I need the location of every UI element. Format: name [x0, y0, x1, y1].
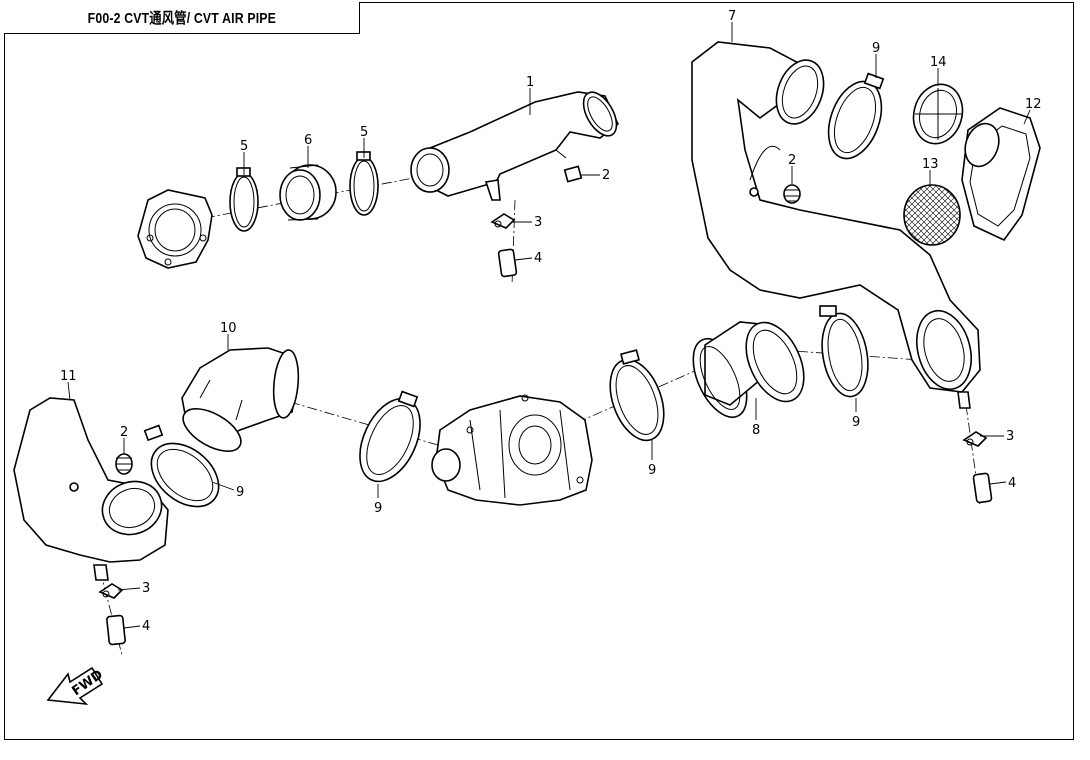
callout-5-left: 5	[240, 139, 248, 154]
callout-3-right: 3	[1006, 429, 1014, 444]
cap-14	[912, 83, 964, 145]
cover-12	[961, 107, 1041, 242]
leader-lines	[67, 22, 1031, 629]
callout-9-center-left: 9	[374, 501, 382, 516]
callout-9-right: 9	[852, 415, 860, 430]
air-pipe-11	[13, 397, 169, 581]
hose-clamp-9-center	[609, 349, 665, 442]
intake-boot-8	[692, 321, 805, 418]
filter-screen-13	[903, 184, 961, 246]
title-box: F00-2 CVT通风管/ CVT AIR PIPE	[4, 2, 360, 34]
hose-clamp-9-top	[827, 72, 885, 160]
centerline-drain-7	[965, 404, 981, 506]
callout-2-lower-left: 2	[120, 425, 128, 440]
drawing-frame	[4, 2, 1074, 740]
callout-3-upper: 3	[534, 215, 542, 230]
callout-3-lower-left: 3	[142, 581, 150, 596]
callout-13: 13	[922, 157, 939, 172]
callout-8: 8	[752, 423, 760, 438]
cvt-transmission-housing	[431, 394, 593, 506]
hose-clamp-5-left	[229, 167, 259, 232]
hose-clamp-9-left	[143, 424, 220, 508]
centerline-lower-mid	[559, 359, 721, 431]
callout-9-top: 9	[872, 41, 880, 56]
air-pipe-7	[691, 41, 981, 409]
callout-14: 14	[930, 55, 947, 70]
drain-tube-4-right	[972, 472, 993, 504]
callout-4-lower-left: 4	[142, 619, 150, 634]
air-pipe-1	[410, 91, 619, 201]
hose-clamp-9-center-left	[359, 390, 421, 483]
grommet-2-pipe7	[749, 184, 801, 204]
callout-4-right: 4	[1008, 476, 1016, 491]
drain-tube-4-lower-left	[106, 614, 126, 646]
elbow-pipe-10	[181, 347, 300, 452]
callout-2-upper: 2	[602, 168, 610, 183]
callout-2-pipe7: 2	[788, 153, 796, 168]
hose-clamp-5-right	[349, 151, 379, 216]
drain-tube-4-upper	[497, 248, 518, 278]
clip-3-upper	[490, 213, 516, 229]
callout-11: 11	[60, 369, 77, 384]
cvt-housing-cover	[137, 189, 213, 269]
clip-3-lower-left	[98, 583, 124, 599]
centerline-lower-right	[779, 349, 921, 361]
callout-1: 1	[526, 75, 534, 90]
grommet-2-lower-left	[115, 453, 133, 475]
callout-9-left: 9	[236, 485, 244, 500]
callout-12: 12	[1025, 97, 1042, 112]
callout-6: 6	[304, 133, 312, 148]
callout-5-right: 5	[360, 125, 368, 140]
callout-9-center: 9	[648, 463, 656, 478]
callout-10: 10	[220, 321, 237, 336]
clip-3-right	[962, 431, 988, 447]
rubber-seal-6	[279, 164, 337, 221]
callout-4-upper: 4	[534, 251, 542, 266]
diagram-title: F00-2 CVT通风管/ CVT AIR PIPE	[87, 10, 276, 27]
callout-7: 7	[728, 9, 736, 24]
forward-direction-arrow: FWD	[46, 666, 106, 706]
centerline-drain-1	[511, 199, 516, 286]
hose-clamp-9-right	[819, 305, 869, 398]
